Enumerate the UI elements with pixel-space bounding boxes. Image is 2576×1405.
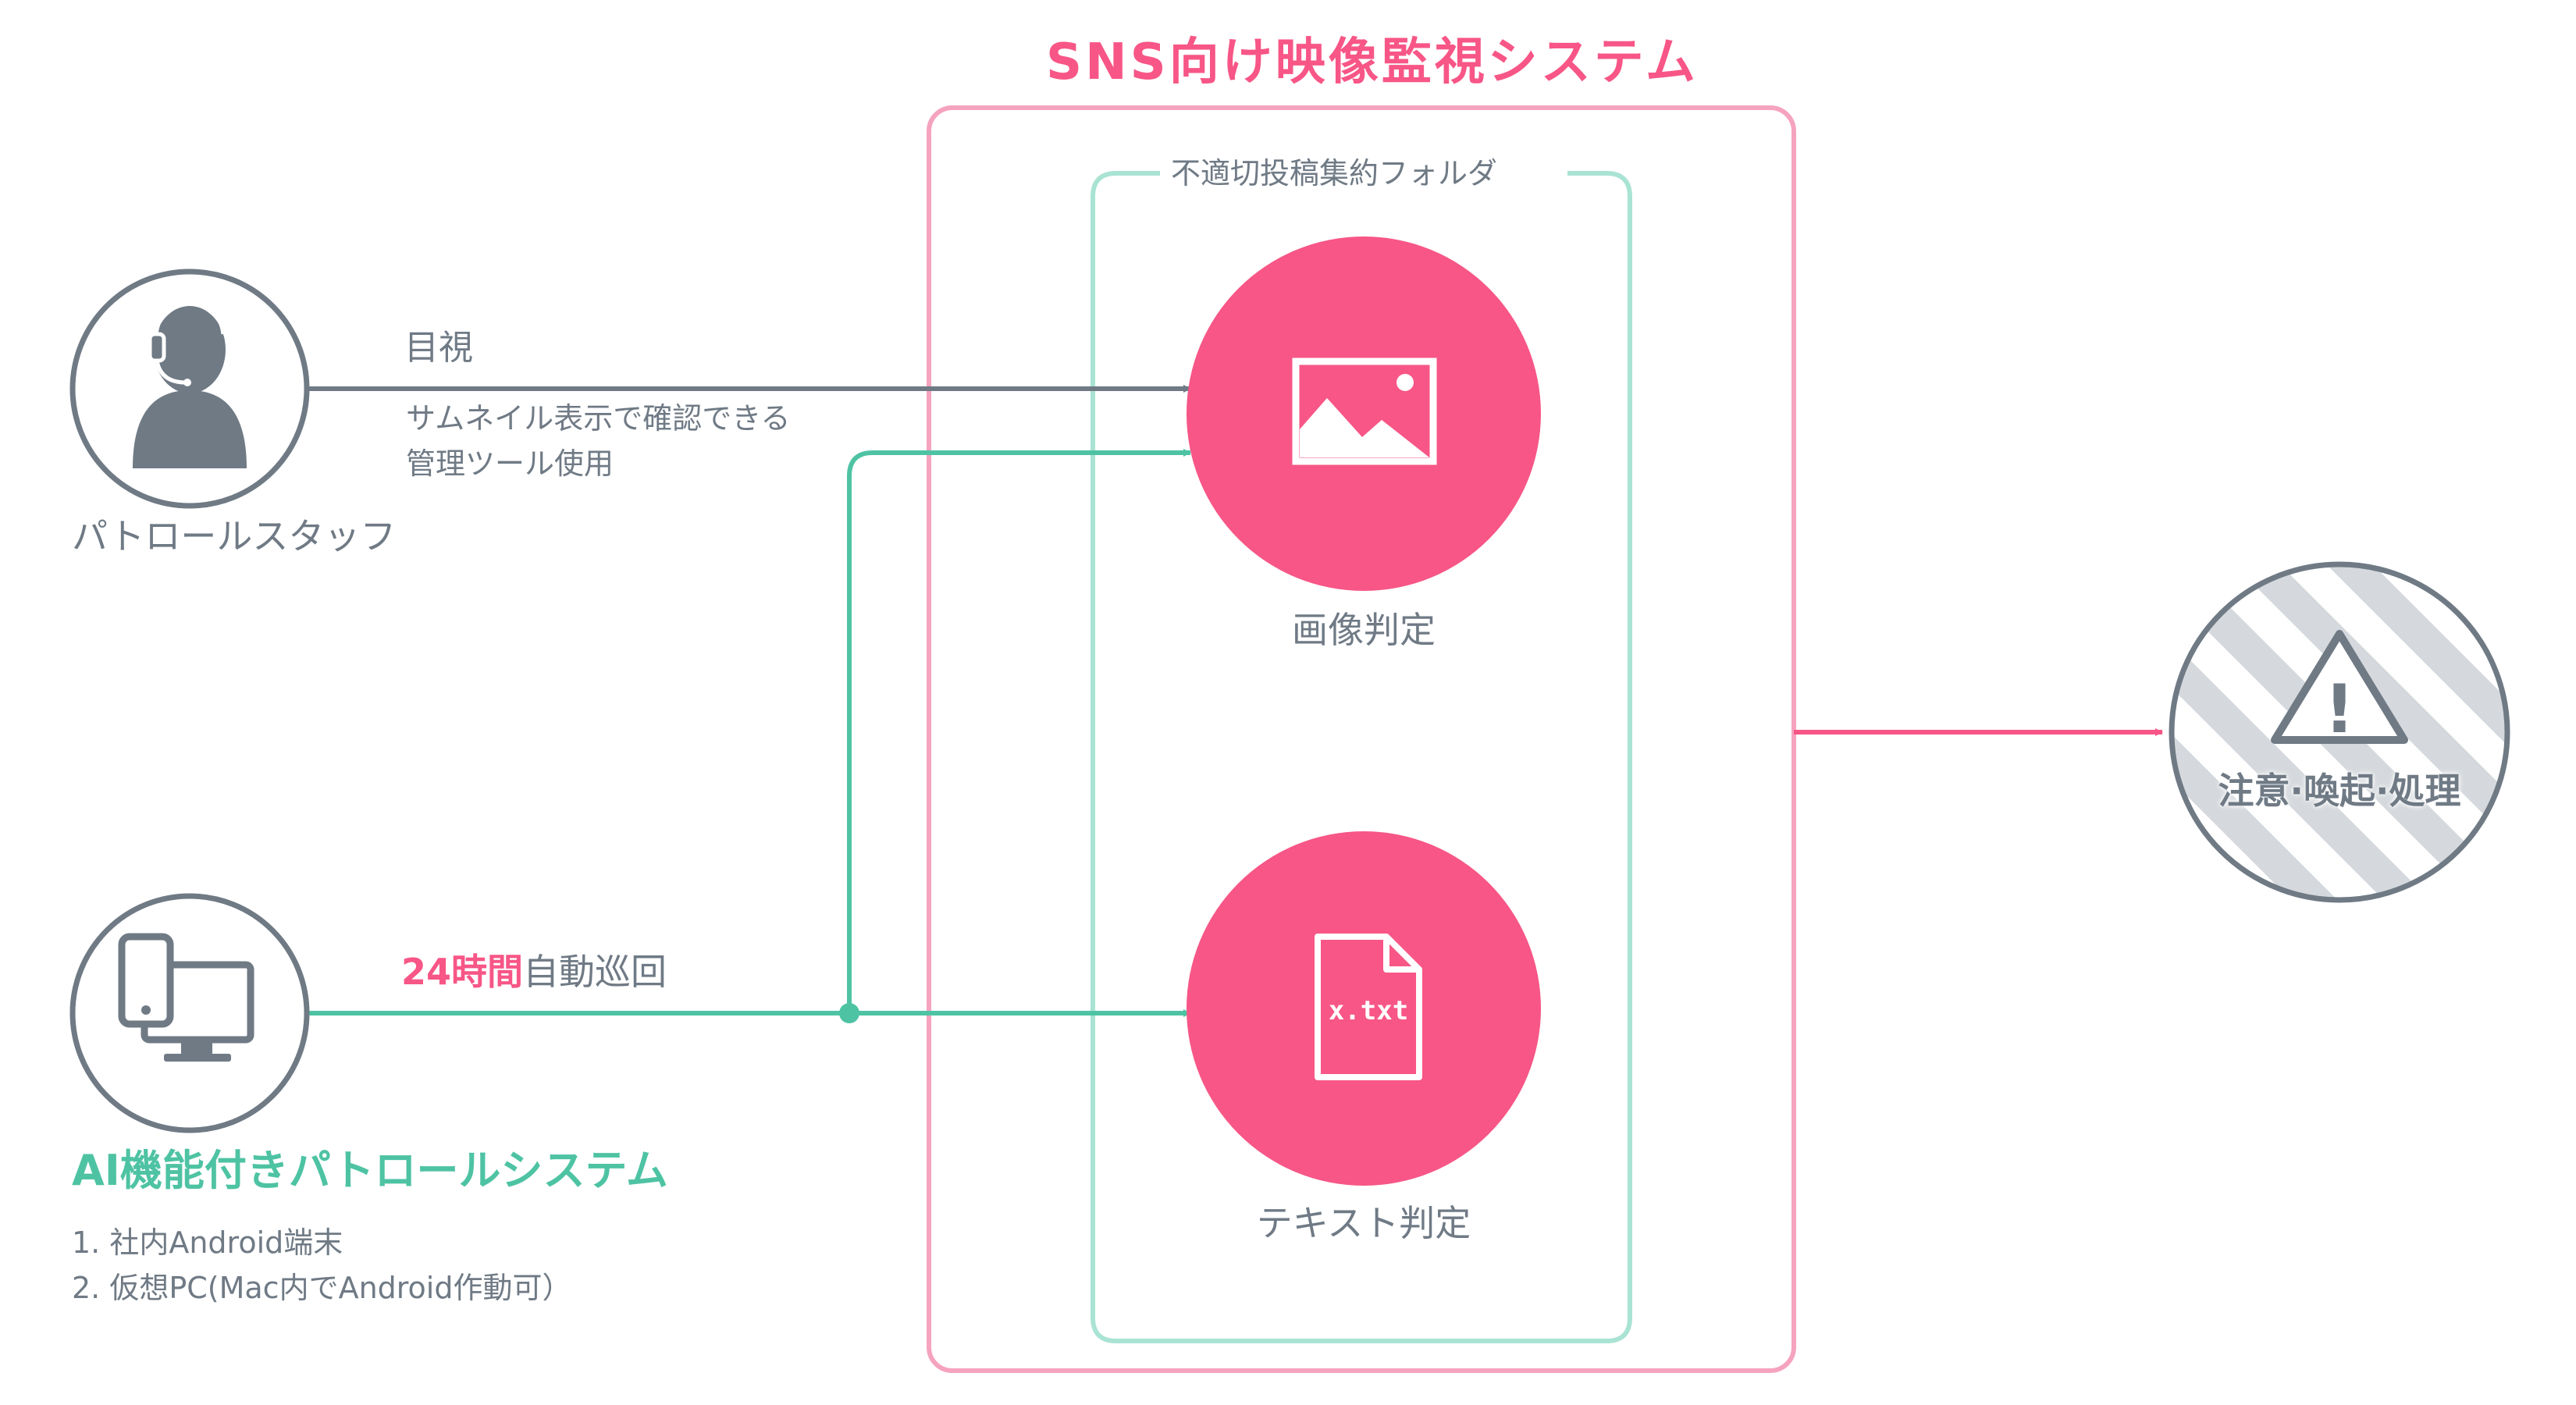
ai-patrol-system-node bbox=[69, 893, 310, 1133]
ai-to-image-arrow bbox=[847, 449, 1191, 1013]
system-title: SNS向け映像監視システム bbox=[1046, 34, 1699, 91]
warning-icon bbox=[2271, 630, 2408, 744]
staff-edge-label: 目視 bbox=[404, 328, 473, 368]
output-label: 注意·喚起·処理 bbox=[2218, 770, 2461, 812]
text-judge-label: テキスト判定 bbox=[1256, 1202, 1471, 1244]
file-extension-text: x.txt bbox=[1329, 995, 1408, 1026]
staff-edge-desc-line-1: サムネイル表示で確認できる bbox=[406, 401, 791, 436]
folder-label: 不適切投稿集約フォルダ bbox=[1171, 156, 1498, 190]
image-judge-node bbox=[1187, 237, 1541, 591]
operator-headset-icon bbox=[133, 301, 247, 468]
staff-label: パトロールスタッフ bbox=[72, 515, 397, 557]
image-icon bbox=[1292, 357, 1437, 465]
text-judge-node bbox=[1187, 831, 1541, 1186]
image-judge-label: 画像判定 bbox=[1292, 609, 1436, 651]
ai-edge-label: 24時間自動巡回 bbox=[401, 951, 667, 994]
ai-note-2: 2. 仮想PC(Mac内でAndroid作動可） bbox=[72, 1271, 572, 1305]
folder-frame bbox=[1091, 171, 1632, 1343]
ai-edge-label-highlight: 24時間 bbox=[401, 951, 524, 993]
ai-edge-label-rest: 自動巡回 bbox=[523, 951, 667, 993]
devices-icon bbox=[118, 933, 254, 1062]
ai-system-label: AI機能付きパトロールシステム bbox=[72, 1146, 668, 1195]
system-frame bbox=[927, 105, 1796, 1373]
warning-exclamation: ! bbox=[2324, 670, 2354, 749]
staff-edge-desc-line-2: 管理ツール使用 bbox=[406, 446, 614, 481]
text-file-icon bbox=[1315, 934, 1422, 1080]
ai-note-1: 1. 社内Android端末 bbox=[72, 1225, 343, 1260]
branch-junction-dot bbox=[839, 1003, 859, 1023]
